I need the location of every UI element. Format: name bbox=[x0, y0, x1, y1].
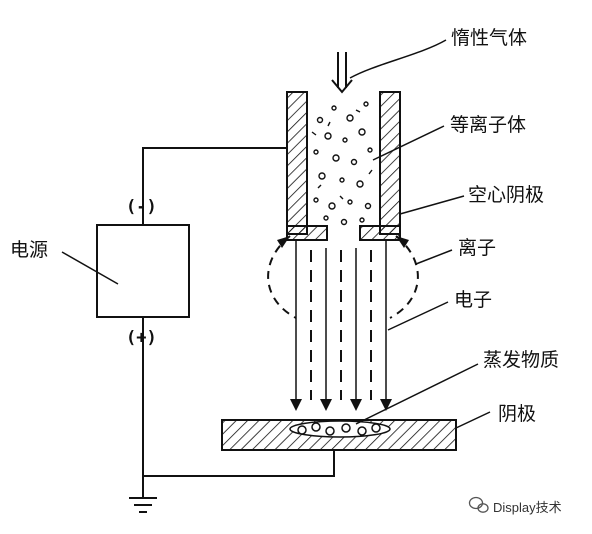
watermark: Display技术 bbox=[468, 496, 562, 515]
gas-inlet-arrow bbox=[331, 52, 353, 94]
circuit-wiring bbox=[96, 147, 335, 513]
label-cathode: 阴极 bbox=[498, 403, 536, 425]
label-power-supply: 电源 bbox=[10, 239, 48, 261]
plasma-particles bbox=[311, 101, 373, 226]
wechat-icon bbox=[468, 496, 489, 513]
label-evaporant: 蒸发物质 bbox=[483, 349, 559, 371]
hollow-cathode-tube bbox=[286, 91, 401, 241]
label-positive-terminal: (+) bbox=[126, 328, 157, 348]
label-electrons: 电子 bbox=[454, 289, 492, 311]
anode-plate bbox=[221, 419, 457, 451]
electron-beams bbox=[290, 240, 392, 411]
label-negative-terminal: (-) bbox=[126, 197, 157, 217]
watermark-text: Display技术 bbox=[493, 500, 562, 515]
leader-lines bbox=[61, 39, 491, 429]
ion-paths bbox=[267, 235, 419, 319]
label-ions: 离子 bbox=[458, 237, 496, 259]
label-hollow-cathode: 空心阴极 bbox=[468, 184, 544, 206]
label-inert-gas: 惰性气体 bbox=[451, 27, 527, 49]
label-plasma: 等离子体 bbox=[450, 114, 526, 136]
